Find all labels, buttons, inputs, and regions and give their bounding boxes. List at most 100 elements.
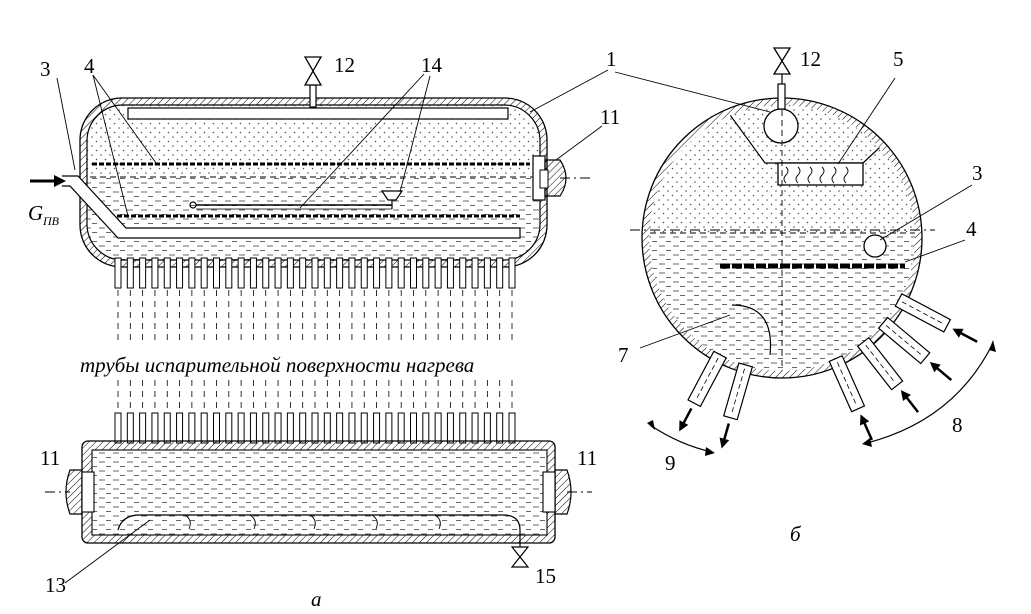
- tube-stub-bottom: [200, 412, 208, 444]
- tube-stub-bottom: [176, 412, 184, 444]
- tube-stub-top: [373, 257, 381, 289]
- tube-stub-bottom: [262, 412, 270, 444]
- label-4-b: 4: [966, 217, 977, 241]
- riser-tubes: [828, 292, 978, 441]
- tube-stub-top: [397, 257, 405, 289]
- upper-drum: [30, 56, 590, 268]
- tube-stub-top: [274, 257, 282, 289]
- label-11-c: 11: [577, 446, 597, 470]
- tube-stub-bottom: [151, 412, 159, 444]
- tube-stub-bottom: [508, 412, 516, 444]
- downcomer-tube: [679, 350, 728, 432]
- tube-stub-bottom: [348, 412, 356, 444]
- tube-stub-top: [471, 257, 479, 289]
- label-1: 1: [606, 47, 617, 71]
- tube-stub-top: [188, 257, 196, 289]
- drum-cross-section: [630, 47, 996, 456]
- tube-stub-top: [114, 257, 122, 289]
- tube-stub-top: [225, 257, 233, 289]
- tube-stub-bottom: [336, 412, 344, 444]
- tube-stub-top: [385, 257, 393, 289]
- tube-stub-bottom: [299, 412, 307, 444]
- tube-stub-bottom: [373, 412, 381, 444]
- tube-stub-top: [360, 257, 368, 289]
- label-11-b: 11: [40, 446, 60, 470]
- leader-lines: [56, 69, 973, 584]
- valve-12-section-icon: [772, 47, 792, 75]
- tube-stub-bottom: [213, 412, 220, 444]
- riser-tube: [877, 316, 953, 382]
- tube-stub-bottom: [139, 412, 147, 444]
- caption-b: б: [790, 522, 802, 546]
- label-14: 14: [421, 53, 443, 77]
- downcomer-tube: [719, 362, 754, 449]
- steam-separator-top: [127, 107, 509, 120]
- tube-stub-top: [176, 257, 184, 289]
- tube-stub-top: [286, 257, 294, 289]
- caption-a: а: [311, 587, 322, 611]
- label-12-a: 12: [334, 53, 355, 77]
- tube-stub-top: [262, 257, 270, 289]
- labels: 3 4 12 14 1 11 G ПВ трубы испарительной …: [28, 47, 983, 611]
- riser-tube: [894, 292, 978, 343]
- label-5: 5: [893, 47, 904, 71]
- feedwater-pipe: [62, 175, 521, 239]
- tube-stub-top: [163, 257, 171, 289]
- tube-stub-top: [434, 257, 442, 289]
- valve-15-icon: [510, 546, 530, 568]
- tube-stub-top: [126, 257, 134, 289]
- funnel: [380, 190, 404, 201]
- tube-stub-top: [323, 257, 331, 289]
- tube-stub-top: [299, 257, 307, 289]
- tube-stub-bottom: [126, 412, 134, 444]
- valve-12-top-icon: [303, 56, 323, 86]
- tube-stub-bottom: [496, 412, 504, 444]
- tube-stub-top: [508, 257, 516, 289]
- tube-stub-bottom: [323, 412, 331, 444]
- manhole-left-bottom-icon: [65, 469, 83, 515]
- downcomer-tubes: [679, 350, 754, 449]
- inlet-label: G: [28, 201, 43, 225]
- tube-stub-top: [249, 257, 257, 289]
- label-4-a: 4: [84, 54, 95, 78]
- riser-tube: [856, 336, 920, 413]
- tubes-caption: трубы испарительной поверхности нагрева: [80, 353, 474, 377]
- tube-stub-bottom: [422, 412, 430, 444]
- label-15: 15: [535, 564, 556, 588]
- tube-stub-bottom: [397, 412, 405, 444]
- label-3-b: 3: [972, 161, 983, 185]
- tube-stub-bottom: [249, 412, 257, 444]
- tube-stub-bottom: [385, 412, 393, 444]
- tube-stub-top: [410, 257, 417, 289]
- tube-stub-bottom: [274, 412, 282, 444]
- tube-stub-bottom: [163, 412, 171, 444]
- label-8: 8: [952, 413, 963, 437]
- tube-stub-bottom: [237, 412, 245, 444]
- tube-stub-top: [336, 257, 344, 289]
- riser-tube: [828, 354, 874, 441]
- label-7: 7: [618, 343, 629, 367]
- tube-stub-bottom: [446, 412, 454, 444]
- tube-stub-top: [200, 257, 208, 289]
- tube-stub-top: [151, 257, 159, 289]
- evaporator-tubes-lower: [114, 380, 516, 444]
- tube-stub-top: [213, 257, 220, 289]
- tube-stub-bottom: [471, 412, 479, 444]
- tube-stub-top: [348, 257, 356, 289]
- tube-stub-top: [446, 257, 454, 289]
- tube-stub-bottom: [311, 412, 319, 444]
- tube-stub-bottom: [434, 412, 442, 444]
- tube-stub-bottom: [225, 412, 233, 444]
- tube-stub-bottom: [360, 412, 368, 444]
- tube-stub-top: [483, 257, 491, 289]
- inlet-arrow-icon: [54, 175, 66, 187]
- tube-stub-bottom: [410, 412, 417, 444]
- tube-stub-top: [496, 257, 504, 289]
- tube-stub-bottom: [114, 412, 122, 444]
- tube-stub-bottom: [188, 412, 196, 444]
- evaporator-tubes-upper: [114, 257, 516, 345]
- label-3-a: 3: [40, 57, 51, 81]
- tube-stub-top: [237, 257, 245, 289]
